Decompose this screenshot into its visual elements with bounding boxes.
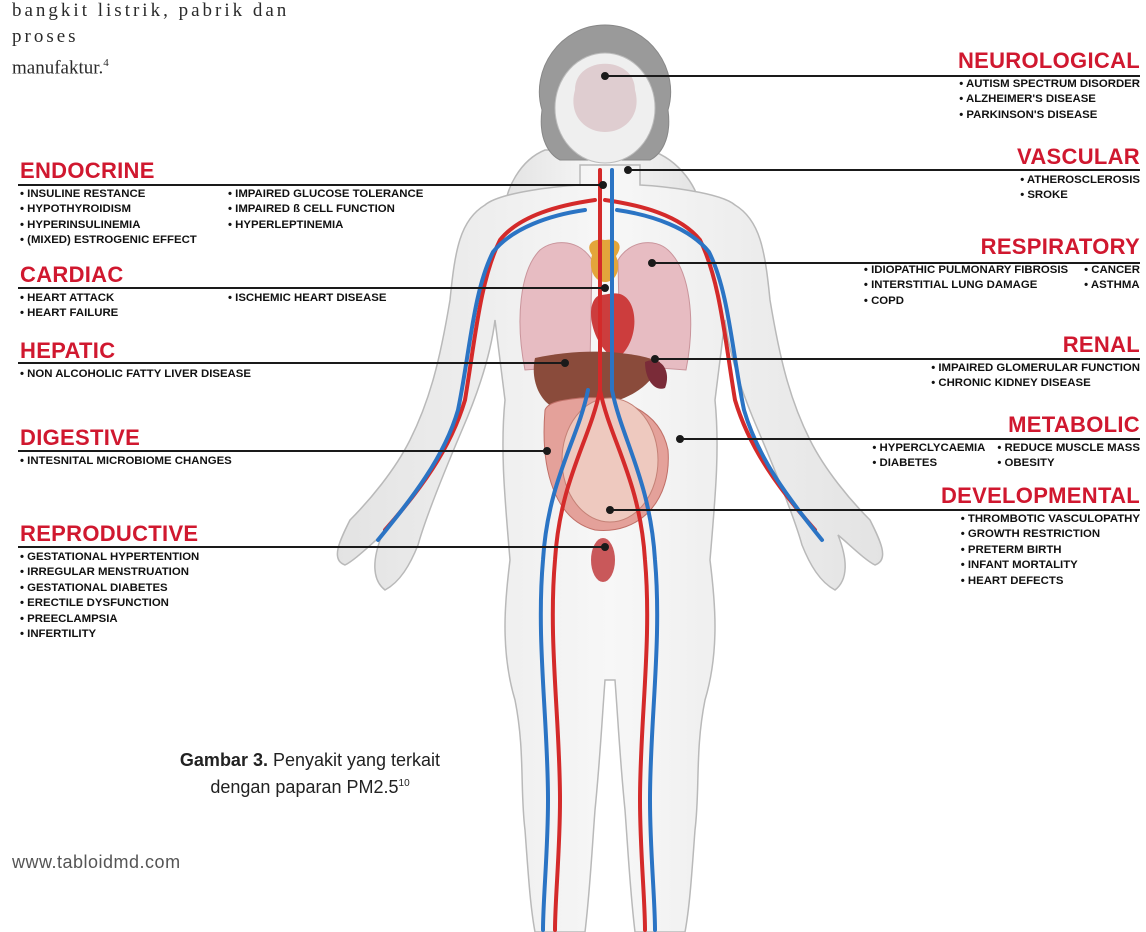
category-title: ENDOCRINE bbox=[20, 158, 423, 184]
head bbox=[539, 25, 670, 163]
category-cardiac: CARDIAC • HEART ATTACK • HEART FAILURE •… bbox=[20, 262, 386, 322]
caption-line-2: dengan paparan PM2.5 bbox=[210, 777, 398, 797]
disease-item: • INTERSTITIAL LUNG DAMAGE bbox=[864, 278, 1068, 293]
category-title: RENAL bbox=[931, 332, 1140, 358]
category-title: DEVELOPMENTAL bbox=[941, 483, 1140, 509]
disease-item: • ASTHMA bbox=[1084, 278, 1140, 293]
disease-item: • INFERTILITY bbox=[20, 627, 199, 642]
intro-paragraph: bangkit listrik, pabrik dan proses manuf… bbox=[12, 0, 362, 81]
category-title: DIGESTIVE bbox=[20, 425, 232, 451]
disease-item: • HYPERLEPTINEMIA bbox=[228, 218, 423, 233]
watermark: www.tabloidmd.com bbox=[12, 852, 181, 873]
disease-item: • ATHEROSCLEROSIS bbox=[1020, 173, 1140, 188]
category-title: METABOLIC bbox=[872, 412, 1140, 438]
category-reproductive: REPRODUCTIVE • GESTATIONAL HYPERTENTION … bbox=[20, 521, 199, 642]
disease-item: • IMPAIRED GLUCOSE TOLERANCE bbox=[228, 187, 423, 202]
disease-item: • IRREGULAR MENSTRUATION bbox=[20, 565, 199, 580]
disease-item: • PREECLAMPSIA bbox=[20, 612, 199, 627]
category-metabolic: METABOLIC • HYPERCLYCAEMIA • DIABETES • … bbox=[872, 412, 1140, 472]
category-vascular: VASCULAR • ATHEROSCLEROSIS • SROKE bbox=[1017, 144, 1140, 204]
disease-item: • GESTATIONAL HYPERTENTION bbox=[20, 550, 199, 565]
disease-item: • THROMBOTIC VASCULOPATHY bbox=[961, 512, 1140, 527]
category-digestive: DIGESTIVE • INTESNITAL MICROBIOME CHANGE… bbox=[20, 425, 232, 469]
disease-item: • CHRONIC KIDNEY DISEASE bbox=[931, 376, 1140, 391]
disease-item: • HEART DEFECTS bbox=[961, 574, 1140, 589]
caption-label: Gambar 3. bbox=[180, 750, 268, 770]
intro-line-2: manufaktur. bbox=[12, 57, 103, 78]
category-developmental: DEVELOPMENTAL • THROMBOTIC VASCULOPATHY … bbox=[941, 483, 1140, 589]
intro-footnote-ref: 4 bbox=[103, 57, 109, 69]
disease-item: • IMPAIRED ß CELL FUNCTION bbox=[228, 202, 423, 217]
disease-item: • OBESITY bbox=[997, 456, 1140, 471]
disease-item: • IMPAIRED GLOMERULAR FUNCTION bbox=[931, 361, 1140, 376]
disease-item: • PARKINSON'S DISEASE bbox=[959, 108, 1140, 123]
disease-item: • IDIOPATHIC PULMONARY FIBROSIS bbox=[864, 263, 1068, 278]
category-title: NEUROLOGICAL bbox=[958, 48, 1140, 74]
disease-item: • HEART ATTACK bbox=[20, 291, 216, 306]
disease-item: • HEART FAILURE bbox=[20, 306, 216, 321]
disease-item: • GROWTH RESTRICTION bbox=[961, 527, 1140, 542]
category-endocrine: ENDOCRINE • INSULINE RESTANCE • HYPOTHYR… bbox=[20, 158, 423, 249]
category-neurological: NEUROLOGICAL • AUTISM SPECTRUM DISORDER … bbox=[958, 48, 1140, 123]
disease-item: • CANCER bbox=[1084, 263, 1140, 278]
disease-item: • AUTISM SPECTRUM DISORDER bbox=[959, 77, 1140, 92]
disease-item: • INSULINE RESTANCE bbox=[20, 187, 216, 202]
category-title: RESPIRATORY bbox=[864, 234, 1140, 260]
disease-item: • REDUCE MUSCLE MASS bbox=[997, 441, 1140, 456]
disease-item: • ERECTILE DYSFUNCTION bbox=[20, 596, 199, 611]
disease-item: • INFANT MORTALITY bbox=[961, 558, 1140, 573]
disease-item: • INTESNITAL MICROBIOME CHANGES bbox=[20, 454, 232, 469]
disease-item: • SROKE bbox=[1020, 188, 1140, 203]
disease-item: • COPD bbox=[864, 294, 1068, 309]
category-respiratory: RESPIRATORY • IDIOPATHIC PULMONARY FIBRO… bbox=[864, 234, 1140, 309]
disease-item: • (MIXED) ESTROGENIC EFFECT bbox=[20, 233, 216, 248]
disease-item: • ISCHEMIC HEART DISEASE bbox=[228, 291, 386, 306]
category-title: VASCULAR bbox=[1017, 144, 1140, 170]
caption-text: Penyakit yang terkait bbox=[268, 750, 440, 770]
caption-footnote-ref: 10 bbox=[399, 778, 410, 789]
disease-item: • NON ALCOHOLIC FATTY LIVER DISEASE bbox=[20, 367, 251, 382]
disease-item: • ALZHEIMER'S DISEASE bbox=[959, 92, 1140, 107]
disease-item: • HYPERCLYCAEMIA bbox=[872, 441, 985, 456]
disease-item: • DIABETES bbox=[872, 456, 985, 471]
figure-caption: Gambar 3. Penyakit yang terkait dengan p… bbox=[140, 748, 480, 799]
category-title: REPRODUCTIVE bbox=[20, 521, 199, 547]
category-title: CARDIAC bbox=[20, 262, 386, 288]
disease-item: • PRETERM BIRTH bbox=[961, 543, 1140, 558]
disease-item: • HYPERINSULINEMIA bbox=[20, 218, 216, 233]
category-renal: RENAL • IMPAIRED GLOMERULAR FUNCTION • C… bbox=[931, 332, 1140, 392]
category-hepatic: HEPATIC • NON ALCOHOLIC FATTY LIVER DISE… bbox=[20, 338, 251, 382]
intro-line-1: bangkit listrik, pabrik dan proses bbox=[12, 0, 362, 50]
disease-item: • HYPOTHYROIDISM bbox=[20, 202, 216, 217]
category-title: HEPATIC bbox=[20, 338, 251, 364]
disease-item: • GESTATIONAL DIABETES bbox=[20, 581, 199, 596]
